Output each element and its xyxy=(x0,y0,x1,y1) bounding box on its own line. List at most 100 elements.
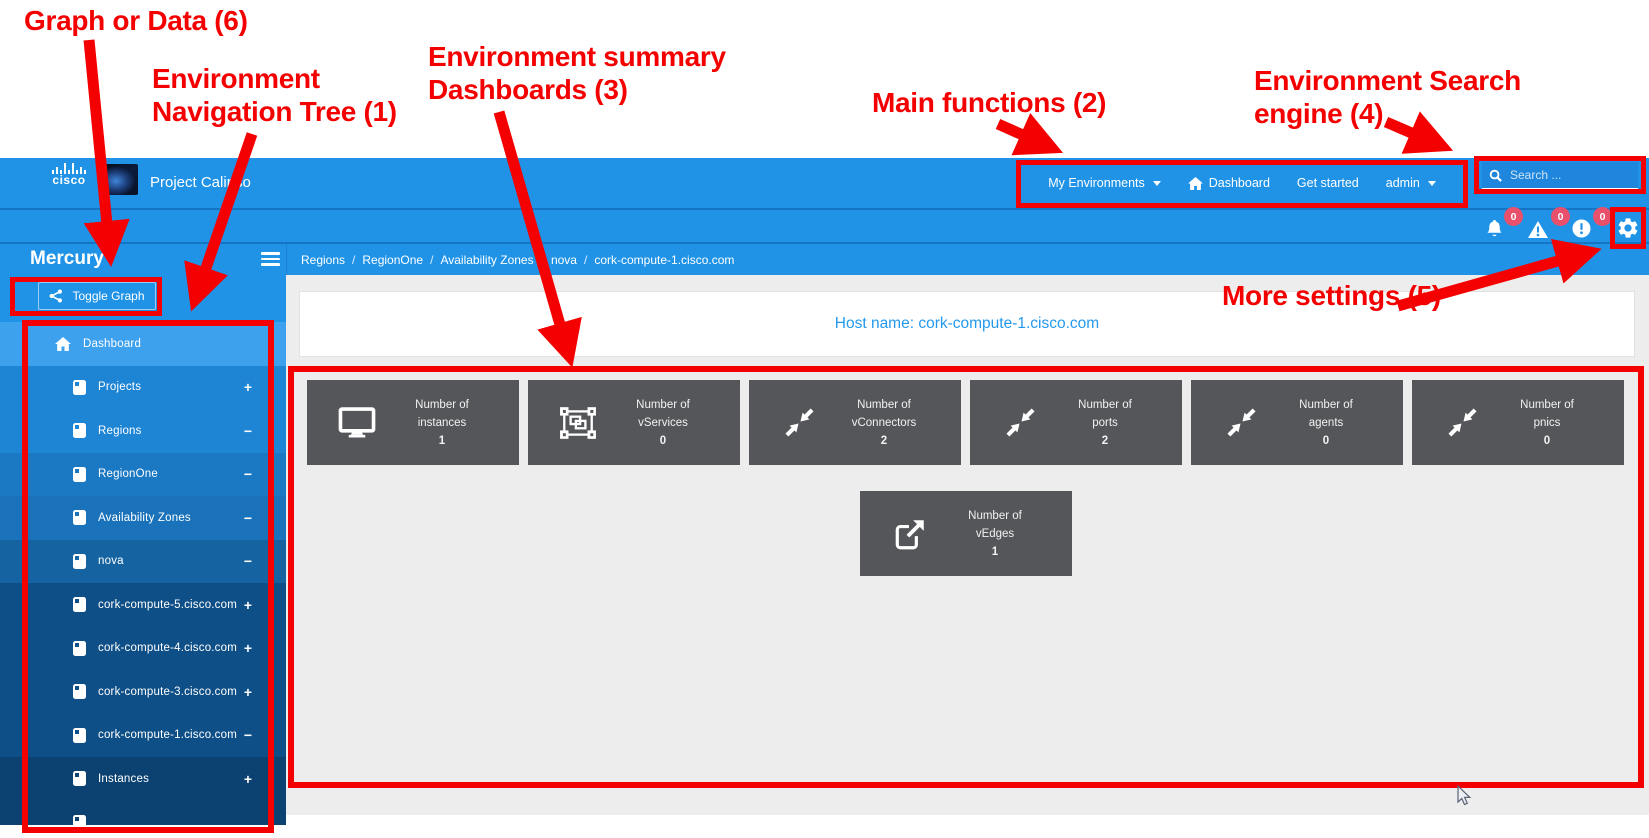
arrow-to-main-functions xyxy=(995,113,1064,156)
tile-label-line1: Number of xyxy=(1078,398,1132,411)
toggle-graph-label: Toggle Graph xyxy=(72,289,145,303)
divider xyxy=(286,244,287,275)
environment-title: Mercury xyxy=(30,248,104,269)
breadcrumb-item-regions[interactable]: Regions xyxy=(301,252,346,267)
tile-label-line1: Number of xyxy=(415,398,469,411)
compress-icon xyxy=(1219,407,1263,438)
tile-label-line2: ports xyxy=(1092,416,1118,429)
tile-label-line1: Number of xyxy=(636,398,690,411)
expand-icon[interactable]: + xyxy=(243,379,252,396)
nav-dashboard[interactable]: Dashboard xyxy=(1187,176,1270,190)
expand-icon[interactable]: + xyxy=(243,596,252,613)
settings-gear-icon[interactable] xyxy=(1616,216,1640,245)
share-icon xyxy=(49,289,63,303)
nav-my-environments[interactable]: My Environments xyxy=(1048,176,1161,190)
tree-item-dashboard[interactable]: Dashboard xyxy=(0,322,286,366)
tree-item-cork-compute-3-cisco-com[interactable]: cork-compute-3.cisco.com + xyxy=(0,670,286,714)
monitor-icon xyxy=(335,407,379,438)
compress-icon xyxy=(777,407,821,438)
tree-item-regions[interactable]: Regions− xyxy=(0,409,286,453)
document-icon xyxy=(73,640,86,656)
annotation-text: Environment summary xyxy=(428,41,726,72)
toggle-graph-button[interactable]: Toggle Graph xyxy=(38,282,156,310)
header-bar xyxy=(0,158,1649,208)
caret-down-icon xyxy=(1427,180,1436,186)
expand-icon[interactable]: + xyxy=(243,640,252,657)
tree-item-cork-compute-4-cisco-com[interactable]: cork-compute-4.cisco.com+ xyxy=(0,626,286,670)
collapse-icon[interactable]: − xyxy=(243,466,252,483)
tree-item-projects[interactable]: Projects+ xyxy=(0,365,286,409)
document-icon xyxy=(73,771,86,787)
breadcrumb-bar xyxy=(0,244,1649,275)
brand-image xyxy=(100,164,138,195)
home-icon xyxy=(55,336,71,351)
document-icon xyxy=(73,553,86,569)
tree-item-cork-compute-5-cisco-com[interactable]: cork-compute-5.cisco.com + xyxy=(0,583,286,627)
expand-icon[interactable]: + xyxy=(243,770,252,787)
tile-label-line2: pnics xyxy=(1533,416,1561,429)
search-icon xyxy=(1489,169,1502,182)
tree-item-cork-compute-1-cisco-com[interactable]: cork-compute-1.cisco.com− xyxy=(0,713,286,757)
collapse-icon[interactable]: − xyxy=(243,553,252,570)
tree-item-label: nova xyxy=(98,555,124,568)
tree-item-nova[interactable]: nova − xyxy=(0,539,286,583)
annotation-label-graph-or-data: Graph or Data (6) xyxy=(24,5,248,36)
errors-icon[interactable] xyxy=(1572,219,1591,243)
tree-item-label: cork-compute-5.cisco.com xyxy=(98,598,238,611)
breadcrumb-separator: / xyxy=(540,252,544,267)
divider xyxy=(0,208,1649,210)
tree-item-availability-zones[interactable]: Availability Zones− xyxy=(0,496,286,540)
tile-value: 0 xyxy=(659,434,667,447)
annotation-text: Environment xyxy=(152,63,320,94)
search-input[interactable] xyxy=(1508,167,1638,183)
collapse-icon[interactable]: − xyxy=(243,509,252,526)
nav-admin[interactable]: admin xyxy=(1386,176,1436,190)
breadcrumb-separator: / xyxy=(352,252,356,267)
document-icon xyxy=(73,510,86,526)
caret-down-icon xyxy=(1152,180,1161,186)
tile-label-line1: Number of xyxy=(857,398,911,411)
annotation-text: Navigation Tree (1) xyxy=(152,96,397,127)
warnings-icon[interactable] xyxy=(1527,220,1549,244)
tree-item-label: cork-compute-3.cisco.com xyxy=(98,685,238,698)
breadcrumb-item-availability-zones[interactable]: Availability Zones xyxy=(440,252,534,267)
external-link-icon xyxy=(888,516,932,552)
document-icon xyxy=(73,597,86,613)
annotation-label-env-summary: Environment summary Dashboards (3) xyxy=(428,40,726,106)
notifications-bell-icon[interactable] xyxy=(1486,219,1503,243)
tree-item-empty[interactable] xyxy=(0,800,286,825)
tree-item-instances[interactable]: Instances+ xyxy=(0,757,286,801)
nav-admin-label: admin xyxy=(1385,176,1420,190)
tile-value: 1 xyxy=(991,545,999,558)
tile-label-line2: instances xyxy=(417,416,467,429)
breadcrumb-item-nova[interactable]: nova xyxy=(550,252,577,267)
tile-label-line2: agents xyxy=(1308,416,1344,429)
annotation-label-env-search: Environment Search engine (4) xyxy=(1254,64,1521,130)
collapse-icon[interactable]: − xyxy=(243,422,252,439)
annotation-text: Environment Search xyxy=(1254,65,1521,96)
annotation-label-main-functions: Main functions (2) xyxy=(872,87,1107,118)
breadcrumb-item-regionone[interactable]: RegionOne xyxy=(362,252,424,267)
document-icon xyxy=(73,423,86,439)
expand-icon[interactable]: + xyxy=(243,683,252,700)
collapse-icon[interactable]: − xyxy=(243,727,252,744)
nav-dashboard-label: Dashboard xyxy=(1208,176,1270,190)
nav-get-started[interactable]: Get started xyxy=(1297,176,1359,190)
tree-item-regionone[interactable]: RegionOne− xyxy=(0,452,286,496)
app-title: Project Calipso xyxy=(150,174,251,191)
object-group-icon xyxy=(556,406,600,440)
tile-value: 0 xyxy=(1322,434,1330,447)
breadcrumb-item-cork-compute-1-cisco-com[interactable]: cork-compute-1.cisco.com xyxy=(594,252,735,267)
menu-toggle-icon[interactable] xyxy=(261,252,280,269)
tile-label-line1: Number of xyxy=(1520,398,1574,411)
